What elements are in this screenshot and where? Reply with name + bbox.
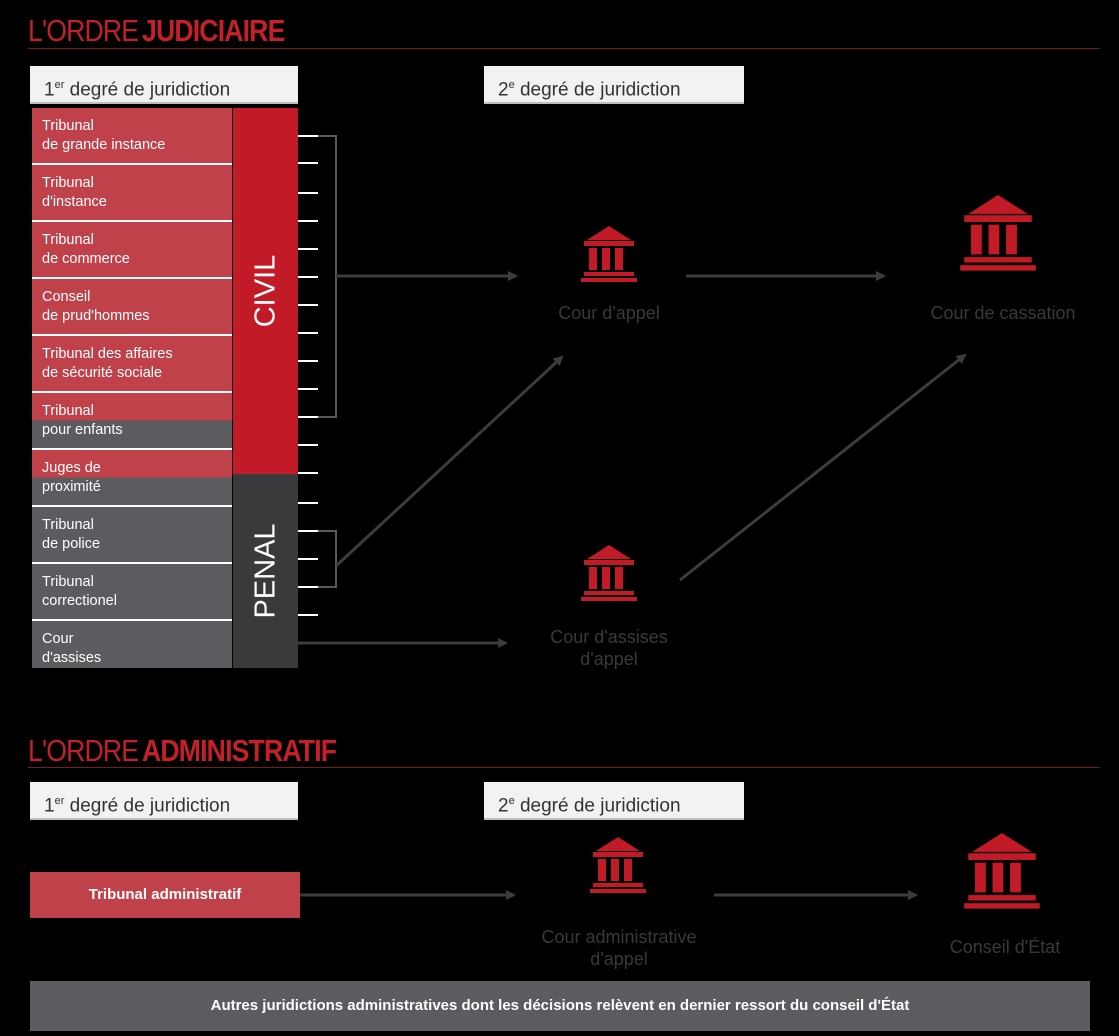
judiciaire-title: L'ORDRE JUDICIAIRE [28, 14, 307, 48]
conseil-etat-label: Conseil d'État [949, 937, 1061, 957]
cour-admin-appel-icon [590, 837, 646, 893]
cour-appel-icon [581, 226, 637, 282]
penal-band: PENAL [233, 474, 298, 668]
title-rule [28, 767, 1100, 768]
cour-assises-appel-icon [581, 545, 637, 601]
brackets [318, 135, 337, 588]
admin-degree2: 2e degré de juridiction [484, 782, 744, 820]
conseil-etat-icon [964, 833, 1040, 909]
footer-note: Autres juridictions administratives dont… [30, 981, 1090, 1031]
cour-cassation-icon [960, 195, 1036, 271]
civil-band: CIVIL [233, 108, 298, 474]
title-rule [28, 48, 1100, 49]
tribunal-administratif: Tribunal administratif [30, 872, 300, 918]
admin-degree1: 1er degré de juridiction [30, 782, 298, 820]
judiciaire-degree2: 2e degré de juridiction [484, 66, 744, 104]
civil-ticks [298, 135, 318, 616]
judiciaire-degree1: 1er degré de juridiction [30, 66, 298, 104]
title-bold: ADMINISTRATIF [141, 733, 337, 768]
cour-cassation-label: Cour de cassation [930, 303, 1076, 323]
administratif-title: L'ORDRE ADMINISTRATIF [28, 734, 368, 768]
title-thin: L'ORDRE [28, 733, 139, 768]
arrows [298, 271, 967, 900]
title-bold: JUDICIAIRE [141, 13, 285, 48]
cour-appel-label: Cour d'appel [558, 303, 660, 323]
title-thin: L'ORDRE [28, 13, 139, 48]
